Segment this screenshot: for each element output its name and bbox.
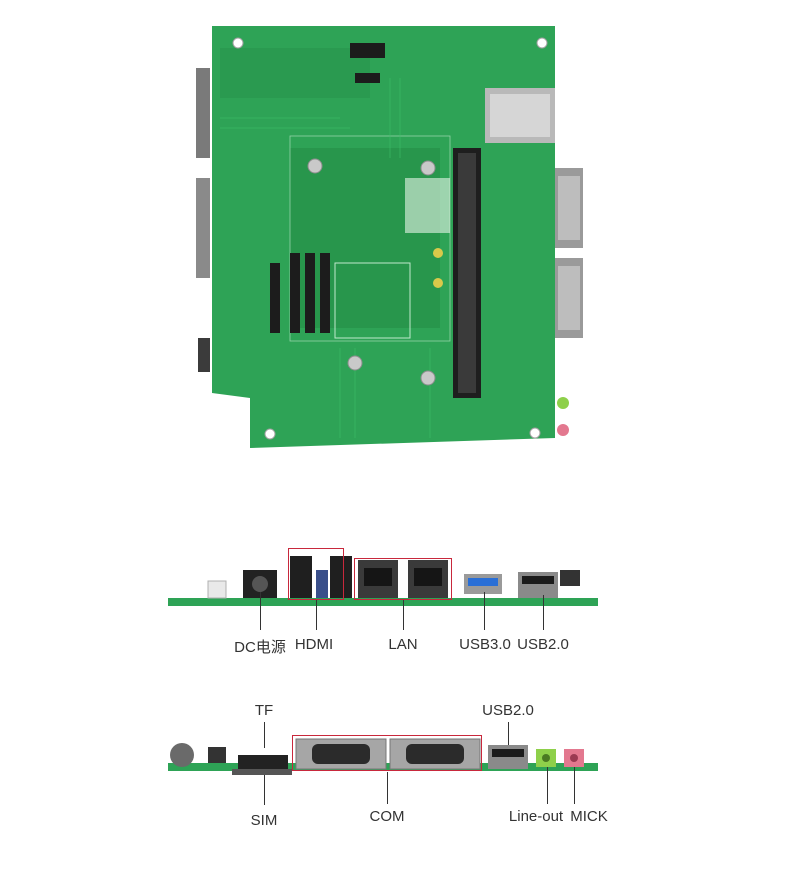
dc-power-label: DC电源 (234, 639, 286, 656)
motherboard-photo (190, 18, 590, 458)
usb2-front-label: USB2.0 (517, 636, 569, 653)
usb3-leader (484, 592, 485, 630)
dc-leader (260, 592, 261, 630)
hdmi-leader (316, 600, 317, 630)
mic-label: MICK (570, 808, 608, 825)
com-highlight-box (292, 735, 482, 771)
usb2-leader (543, 595, 544, 630)
lineout-label: Line-out (508, 808, 564, 825)
usb2-rear-leader (508, 722, 509, 748)
lan-leader (403, 600, 404, 630)
tf-label: TF (254, 702, 274, 719)
com-leader (387, 772, 388, 804)
hdmi-highlight-box (288, 548, 344, 600)
front-io-panel (168, 548, 598, 608)
rear-io-illustration (168, 738, 598, 775)
lan-label: LAN (388, 636, 418, 653)
sim-leader (264, 775, 265, 805)
hdmi-label: HDMI (294, 636, 334, 653)
front-io-illustration (168, 556, 598, 606)
usb3-label: USB3.0 (459, 636, 511, 653)
mic-leader (574, 767, 575, 804)
usb2-rear-label: USB2.0 (482, 702, 534, 719)
motherboard-illustration (196, 26, 583, 448)
lan-highlight-box (354, 558, 452, 600)
sim-label: SIM (250, 812, 278, 829)
com-label: COM (369, 808, 405, 825)
rear-io-panel (168, 735, 598, 777)
tf-leader (264, 722, 265, 748)
lineout-leader (547, 767, 548, 804)
